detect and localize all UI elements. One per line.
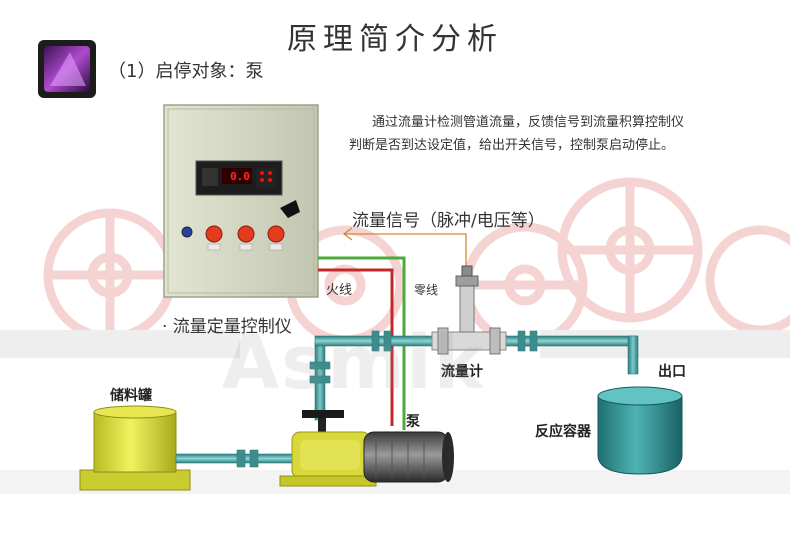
flowmeter-label: 流量计 xyxy=(441,364,483,380)
description-line-1: 通过流量计检测管道流量，反馈信号到流量积算控制仪 xyxy=(372,115,685,130)
control-cabinet xyxy=(163,104,319,298)
outlet-label: 出口 xyxy=(658,364,686,380)
signal-label: 流量信号（脉冲/电压等） xyxy=(352,211,545,231)
tank-label: 储料罐 xyxy=(110,388,152,404)
controller-label: · 流量定量控制仪 xyxy=(162,317,292,337)
pump-label: 泵 xyxy=(406,414,420,430)
storage-tank xyxy=(79,405,191,491)
signal-arrow xyxy=(342,227,467,266)
section-label: （1）启停对象：泵 xyxy=(108,61,264,82)
page-title: 原理简介分析 xyxy=(287,22,503,57)
watermark: Asmik xyxy=(222,320,486,406)
purple-app-icon xyxy=(38,40,96,98)
controller-display-readout: 0.0 xyxy=(230,170,250,183)
flow-meter xyxy=(431,265,507,355)
reaction-vessel xyxy=(597,386,683,475)
pump-assembly xyxy=(279,410,454,487)
neutral-wire-label: 零线 xyxy=(414,283,439,297)
description-line-2: 判断是否到达设定值，给出开关信号，控制泵启动停止。 xyxy=(349,138,675,153)
live-wire xyxy=(318,268,394,426)
vessel-label: 反应容器 xyxy=(535,424,591,440)
neutral-wire xyxy=(318,256,406,430)
live-wire-label: 火线 xyxy=(326,283,353,298)
